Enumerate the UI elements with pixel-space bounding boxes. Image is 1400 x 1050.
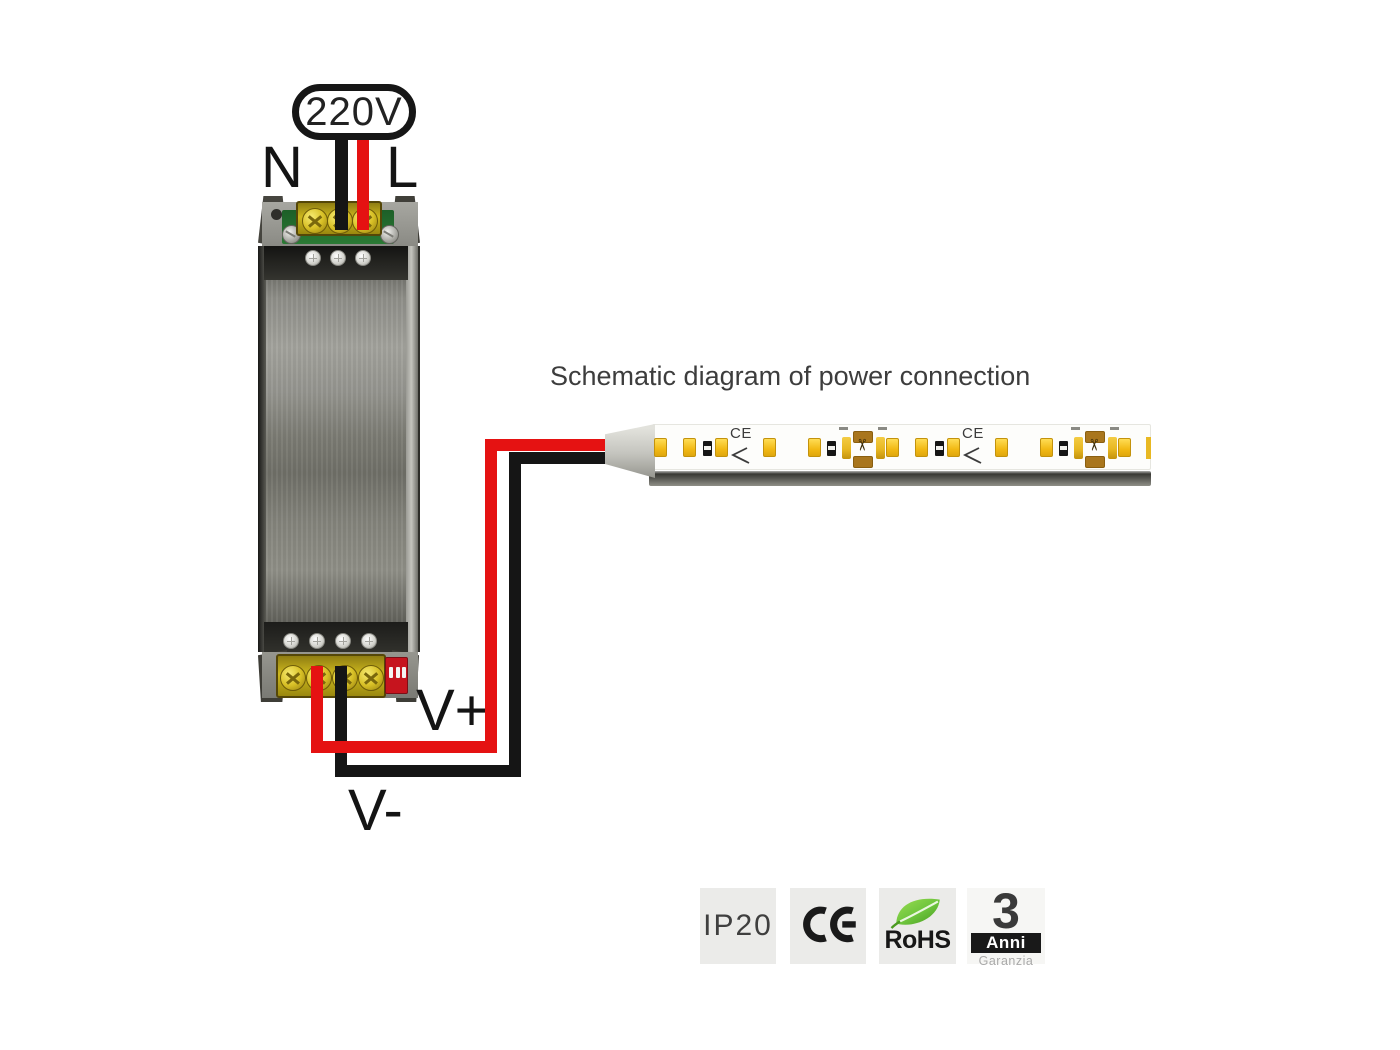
cut-point-pad (1085, 456, 1105, 468)
v-plus-label: V+ (416, 678, 489, 743)
warranty-subtitle: Garanzia (978, 954, 1034, 968)
solder-pad (841, 437, 851, 459)
strip-ce-print: CE (962, 425, 984, 442)
strip-ce-print: CE (730, 425, 752, 442)
neutral-label: N (261, 135, 303, 200)
led-chip (1039, 438, 1053, 457)
psu-left-rail (258, 246, 266, 652)
cut-point-pad (1085, 431, 1105, 443)
psu-face (266, 246, 406, 652)
pad-marking (1071, 427, 1080, 430)
v-minus-label: V- (348, 778, 403, 843)
warranty-badge: 3 Anni Garanzia (967, 883, 1045, 968)
screw-icon (283, 633, 299, 649)
warranty-years: 3 (992, 883, 1020, 939)
led-chip (653, 438, 667, 457)
cut-point-pad (853, 431, 873, 443)
screw-icon (330, 250, 346, 266)
ce-mark-badge (790, 888, 866, 964)
solder-pad (1107, 437, 1117, 459)
led-chip (682, 438, 696, 457)
led-chip (885, 438, 899, 457)
pad-marking (878, 427, 887, 430)
strip-direction-arrow-icon (730, 447, 750, 464)
led-chip (762, 438, 776, 457)
led-strip-shadow (649, 471, 1151, 486)
screw-icon (361, 633, 377, 649)
voltage-label: 220V (305, 89, 403, 134)
screw-icon (335, 633, 351, 649)
screw-icon (309, 633, 325, 649)
leaf-icon (890, 898, 940, 929)
voltage-source: 220V (292, 84, 416, 140)
ce-mark-icon (803, 906, 856, 943)
dip-toggle (389, 667, 393, 678)
screw-icon (305, 250, 321, 266)
resistor-chip (826, 441, 836, 456)
resistor-chip (1058, 441, 1068, 456)
rohs-text: RoHS (884, 926, 951, 954)
psu-right-rail (406, 246, 420, 652)
neutral-wire (335, 131, 348, 230)
strip-direction-arrow-icon (962, 447, 982, 464)
cut-point-pad (853, 456, 873, 468)
diagram-title: Schematic diagram of power connection (550, 361, 1031, 391)
warranty-word: Anni (986, 933, 1026, 952)
solder-pad (875, 437, 885, 459)
resistor-chip (934, 441, 944, 456)
v-plus-wire (311, 439, 614, 753)
led-chip (714, 438, 728, 457)
led-chip (914, 438, 928, 457)
led-chip (994, 438, 1008, 457)
resistor-chip (702, 441, 712, 456)
screw-icon (355, 250, 371, 266)
led-strip (652, 424, 1151, 470)
strip-edge-solder-pad (1146, 437, 1151, 459)
led-chip (1117, 438, 1131, 457)
voltage-adjust-dip-switch (385, 657, 408, 694)
terminal-screw-icon (358, 665, 384, 691)
ip-rating-badge: IP20 (700, 888, 776, 964)
dip-toggle (395, 667, 400, 678)
ip-rating-text: IP20 (703, 909, 773, 942)
dip-toggle (402, 667, 406, 678)
terminal-screw-icon (302, 208, 328, 234)
led-chip (807, 438, 821, 457)
line-wire (357, 131, 369, 230)
pad-marking (839, 427, 848, 430)
psu-ear-hole (271, 209, 282, 220)
scissors-cut-icon: ✂ (852, 438, 870, 452)
v-minus-wire (335, 452, 614, 777)
led-chip (946, 438, 960, 457)
scissors-cut-icon: ✂ (1084, 438, 1102, 452)
line-label: L (386, 135, 419, 200)
solder-pad (1073, 437, 1083, 459)
pad-marking (1110, 427, 1119, 430)
warranty-word-bar: Anni (971, 933, 1041, 953)
rohs-badge: RoHS (879, 888, 956, 964)
